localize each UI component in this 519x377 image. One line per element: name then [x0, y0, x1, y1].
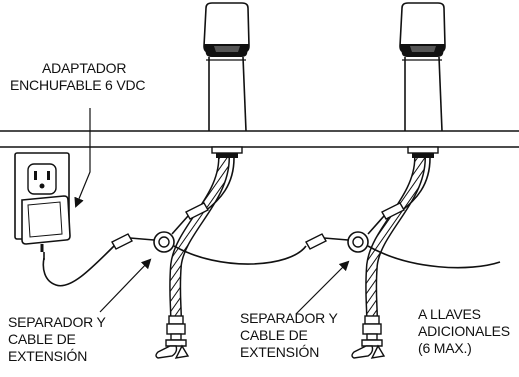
splitter-label-line: SEPARADOR Y — [8, 314, 106, 330]
additional-label-line: (6 MAX.) — [418, 340, 472, 356]
faucet-icon — [203, 2, 250, 132]
stop-valve-icon — [155, 315, 190, 359]
additional-label-line: A LLAVES — [418, 306, 481, 322]
cable-splitter-icon — [347, 231, 369, 253]
mount-nut — [211, 146, 243, 158]
supply-hose-icon — [169, 157, 230, 319]
splitter-label-line: CABLE DE — [8, 331, 76, 347]
sensor-cable — [203, 157, 431, 213]
extension-cable — [42, 215, 501, 287]
splitter-label-line: EXTENSIÓN — [240, 344, 320, 360]
adapter-label-line: ENCHUFABLE 6 VDC — [10, 77, 146, 93]
plug-in-adapter-icon — [21, 195, 71, 260]
adapter-label: ADAPTADOR ENCHUFABLE 6 VDC — [10, 60, 145, 94]
splitter-label-line: EXTENSIÓN — [8, 348, 88, 364]
stop-valve-icon — [351, 315, 386, 359]
supply-hose-icon — [365, 157, 426, 319]
splitter-label-line: SEPARADOR Y — [240, 310, 338, 326]
additional-faucets-label: A LLAVES ADICIONALES (6 MAX.) — [418, 306, 510, 357]
faucet-icon — [399, 2, 446, 132]
splitter-label-line: CABLE DE — [240, 327, 308, 343]
additional-label-line: ADICIONALES — [418, 323, 510, 339]
mount-nut — [407, 146, 439, 158]
adapter-label-line: ADAPTADOR — [42, 60, 127, 76]
cable-connector — [111, 202, 405, 250]
splitter-label-right: SEPARADOR Y CABLE DE EXTENSIÓN — [240, 310, 338, 361]
splitter-label-left: SEPARADOR Y CABLE DE EXTENSIÓN — [8, 314, 106, 365]
countertop — [0, 130, 519, 148]
cable-splitter-icon — [153, 231, 175, 253]
arrow-icon — [74, 108, 350, 315]
